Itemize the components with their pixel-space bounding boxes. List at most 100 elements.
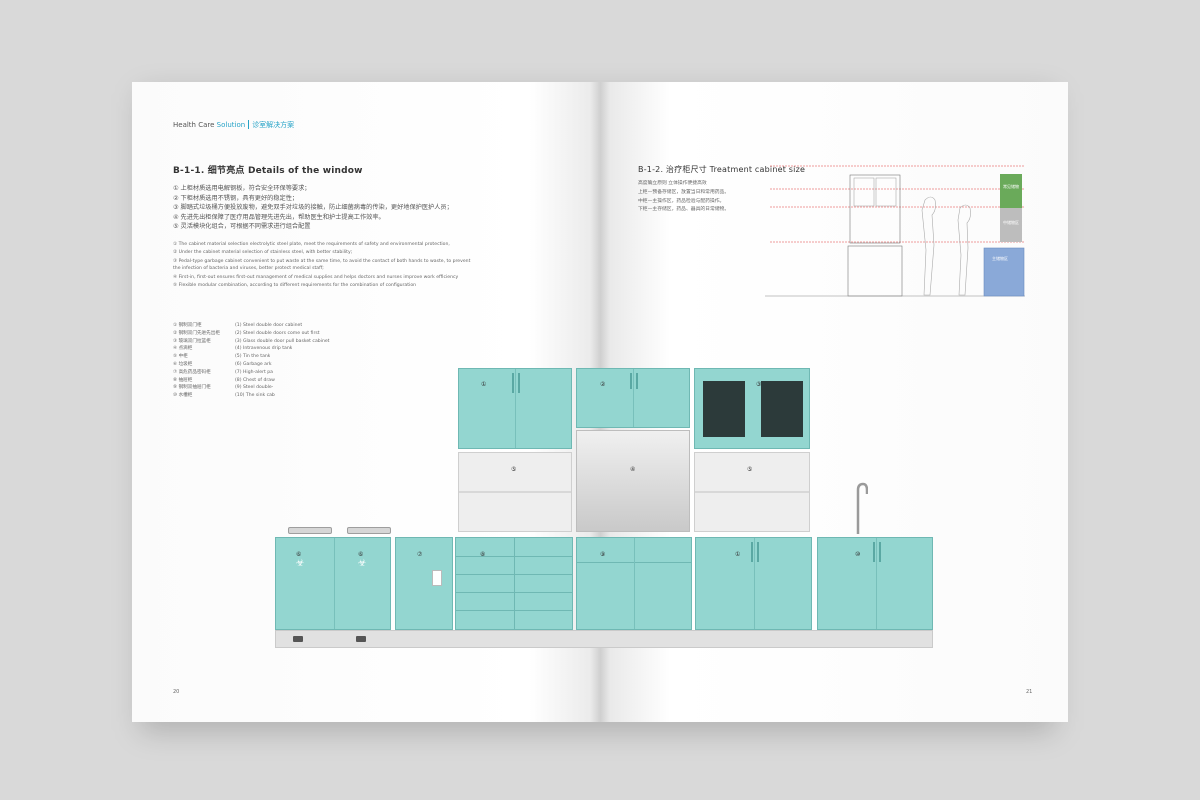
upper-door-left <box>853 177 875 207</box>
feature-en-item: ④ First-in, first-out ensures first-out … <box>173 274 459 280</box>
lower-double-door-cabinet <box>695 537 812 630</box>
cabinet-number: ① <box>735 551 741 558</box>
part-cn: ④ 点滴柜 <box>173 346 193 352</box>
cabinet-number: ⑥ <box>358 551 364 558</box>
feature-cn-item: ② 下柜材质选用不锈钢，具有更好的稳定性； <box>173 194 299 202</box>
cabinet-number: ④ <box>630 466 636 473</box>
zone-green-label: 常见储物 <box>1003 183 1019 189</box>
part-cn: ③ 玻璃双门拉篮柜 <box>173 338 211 344</box>
cabinet-plinth <box>275 630 933 648</box>
part-cn: ② 钢制双门先进先出柜 <box>173 330 220 336</box>
part-en: (9) Steel double- <box>235 385 274 391</box>
part-en: (1) Steel double door cabinet <box>235 323 303 328</box>
drawer-cabinet <box>455 537 573 630</box>
feature-en-item: ② Under the cabinet material selection o… <box>173 250 353 256</box>
spec-line: 上柜—预备存储区，放置当日和常用药品。 <box>638 189 730 195</box>
feature-en-item: ③ Pedal-type garbage cabinet convenient … <box>173 258 471 272</box>
bin-lid-2 <box>347 527 391 534</box>
mid-shelf-right <box>694 452 810 532</box>
part-cn: ⑤ 中柜 <box>173 354 188 360</box>
left-section-title: B-1-1. 细节亮点 Details of the window <box>173 166 363 176</box>
double-drawer-door-cabinet <box>576 537 692 630</box>
cabinet-number: ⑨ <box>600 551 606 558</box>
cabinet-number: ② <box>600 381 606 388</box>
part-item: ⑤ 中柜 (5) Tin the tank <box>173 353 330 361</box>
features-cn-list: ① 上柜材质选用电解钢板，符合安全环保等要求； ② 下柜材质选用不锈钢，具有更好… <box>173 184 503 232</box>
part-item: ③ 玻璃双门拉篮柜 (3) Glass double door pull bask… <box>173 338 330 346</box>
part-en: (8) Chest of draw <box>235 377 275 383</box>
drip-cabinet <box>576 430 690 532</box>
cabinet-number: ⑧ <box>480 551 486 558</box>
sink-cabinet <box>817 537 933 630</box>
garbage-cabinet <box>275 537 391 630</box>
zone-blue-label: 主储物区 <box>992 255 1008 261</box>
part-cn: ⑦ 高危药品密码柜 <box>173 369 211 375</box>
cabinet-number: ① <box>481 381 487 388</box>
zone-green <box>1000 174 1022 208</box>
pedal-icon <box>356 636 366 642</box>
feature-cn-item: ③ 脚踏式垃圾桶方便投放废物，避免双手对垃圾的接触，防止细菌病毒的传染，更好地保… <box>173 204 453 212</box>
upper-cabinet-outline <box>849 174 901 244</box>
header-brand: Health Care <box>173 121 215 129</box>
part-en: (10) The sink cab <box>235 393 275 399</box>
part-en: (5) Tin the tank <box>235 354 271 360</box>
features-en-list: ① The cabinet material selection electro… <box>173 241 473 290</box>
cabinet-number: ⑤ <box>511 466 517 473</box>
upper-cabinet-2 <box>576 368 690 428</box>
part-cn: ① 钢制双门柜 <box>173 323 202 328</box>
header-brand-accent: Solution <box>216 121 246 129</box>
biohazard-icon: ☣ <box>295 558 305 569</box>
bin-lid-1 <box>288 527 332 534</box>
upper-cabinet-3-glass <box>694 368 810 449</box>
figure-doctor <box>921 196 936 296</box>
zone-gray <box>1000 208 1022 242</box>
upper-door-right <box>875 177 897 207</box>
mid-shelf-left <box>458 452 572 532</box>
feature-cn-item: ④ 先进先出柜保障了医疗用品管理先进先出，帮助医生和护士提高工作效率。 <box>173 213 385 221</box>
feature-cn-item: ⑤ 灵活模块化组合，可根据不同需求进行组合配置 <box>173 223 311 231</box>
part-item: ⑨ 钢制双抽屉门柜(9) Steel double- <box>173 384 330 392</box>
feature-en-item: ⑤ Flexible modular combination, accordin… <box>173 283 417 289</box>
right-page-number: 21 <box>1026 689 1033 695</box>
left-page-number: 20 <box>173 689 180 695</box>
spec-line: 中柜—主操作区，药品检验与配药操作。 <box>638 198 725 204</box>
dimension-drawing: 常见储物 中储物区 主储物区 <box>765 165 1025 297</box>
upper-cabinet-1 <box>458 368 572 449</box>
part-item: ④ 点滴柜 (4) Intravenous drip tank <box>173 345 330 353</box>
cabinet-number: ⑥ <box>296 551 302 558</box>
cabinet-number: ⑩ <box>855 551 861 558</box>
part-en: (3) Glass double door pull basket cabine… <box>235 338 330 344</box>
pedal-icon <box>293 636 303 642</box>
feature-cn-item: ① 上柜材质选用电解钢板，符合安全环保等要求； <box>173 185 311 192</box>
spec-list: 高度确立原则 立体操作便捷高效 上柜—预备存储区，放置当日和常用药品。 中柜—主… <box>638 180 729 215</box>
part-cn: ⑧ 抽屉柜 <box>173 377 193 383</box>
lower-cabinet-outline <box>847 245 903 297</box>
header-separator <box>248 120 250 129</box>
zone-blue <box>983 247 1025 297</box>
spec-line: 高度确立原则 立体操作便捷高效 <box>638 181 707 186</box>
part-cn: ⑥ 垃圾柜 <box>173 361 193 367</box>
header-subtitle: 诊室解决方案 <box>252 121 295 129</box>
figure-nurse <box>957 204 971 296</box>
page-header: Health Care Solution 诊室解决方案 <box>173 120 294 130</box>
high-alert-cabinet <box>395 537 453 630</box>
part-item: ⑥ 垃圾柜 (6) Garbage ark <box>173 361 330 369</box>
part-en: (7) High-alert pa <box>235 369 273 375</box>
part-item: ⑩ 水槽柜 (10) The sink cab <box>173 392 330 400</box>
lock-icon <box>432 570 442 586</box>
cabinet-number: ⑦ <box>417 551 423 558</box>
part-item: ⑧ 抽屉柜 (8) Chest of draw <box>173 377 330 385</box>
faucet-icon <box>856 482 868 534</box>
part-en: (4) Intravenous drip tank <box>235 346 293 352</box>
biohazard-icon: ☣ <box>357 558 367 569</box>
dimension-lines <box>770 165 1025 243</box>
part-item: ① 钢制双门柜 (1) Steel double door cabinet <box>173 322 330 330</box>
part-en: (6) Garbage ark <box>235 361 272 367</box>
cabinet-number: ③ <box>756 381 762 388</box>
part-cn: ⑩ 水槽柜 <box>173 393 193 399</box>
right-section-title: B-1-2. 治疗柜尺寸 Treatment cabinet size <box>638 165 806 174</box>
part-item: ② 钢制双门先进先出柜 (2) Steel double doors come o… <box>173 330 330 338</box>
spec-line: 下柜—主存储区，药品、器具的日常储物。 <box>638 207 730 213</box>
part-en: (2) Steel double doors come out first <box>235 330 320 336</box>
cabinet-number: ⑤ <box>747 466 753 473</box>
